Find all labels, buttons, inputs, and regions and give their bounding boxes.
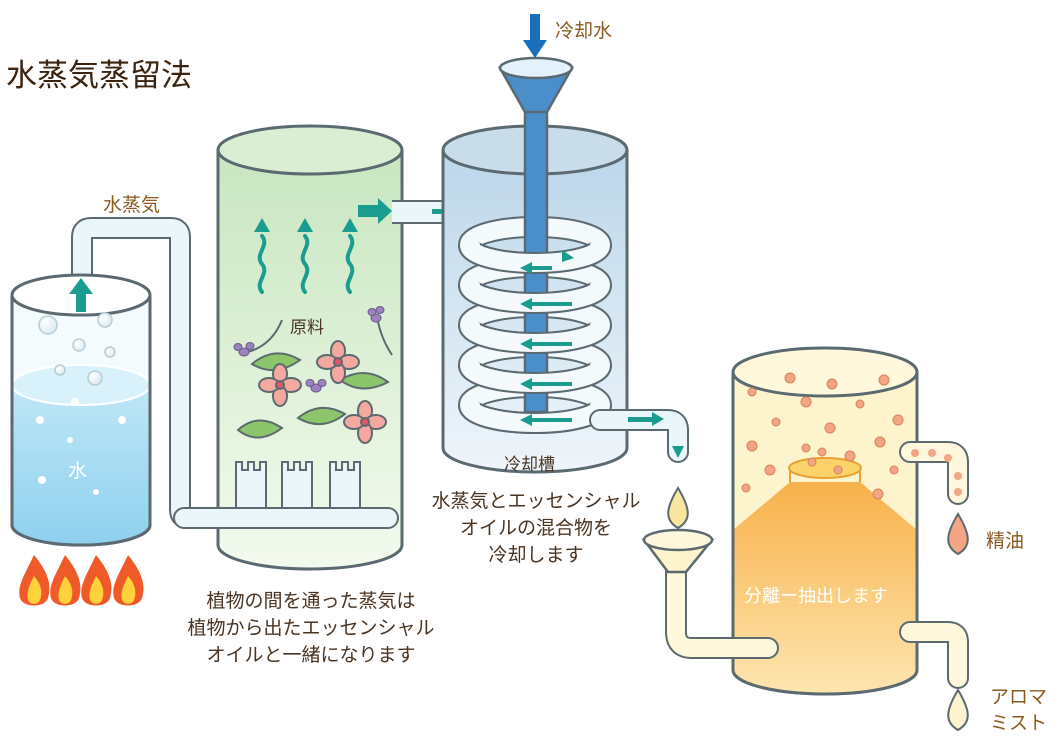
caption-line: 冷却します [488,544,584,566]
water-vessel [10,273,152,547]
raw-material-label: 原料 [290,318,324,338]
oil-outlet-pipe [899,441,969,505]
aroma-mist-label-line1: アロマ [990,686,1048,708]
outlet-pipe [589,409,689,463]
caption-steam-through-plants: 植物の間を通った蒸気は 植物から出たエッセンシャル オイルと一緒になります [176,588,446,669]
plant-vessel [216,124,404,571]
steam-nozzles [235,461,361,509]
caption-line: 植物から出たエッセンシャル [187,617,435,639]
separator-vessel [731,346,919,696]
essential-oil-label: 精油 [986,530,1025,552]
mist-outlet-pipe [899,621,969,689]
droplet-icon [667,486,969,732]
cooling-tank-label: 冷却槽 [504,455,555,475]
arrow-up-icon [69,278,93,312]
aroma-mist-label-line2: ミスト [990,712,1048,734]
caption-line: オイルと一緒になります [206,644,416,666]
diagram-title: 水蒸気蒸留法 [6,58,192,94]
feed-funnel [641,528,779,659]
caption-cooling-mixture: 水蒸気とエッセンシャル オイルの混合物を 冷却します [418,488,654,569]
cooling-water-label: 冷却水 [555,20,613,42]
leaf-icon [236,352,390,439]
steam-wave-arrows [257,234,355,294]
coil-flow-arrows [520,250,574,426]
bubble-icon [36,312,126,495]
lavender-icon [233,306,393,393]
water-label: 水 [68,460,88,482]
flame-icon [19,555,144,606]
arrow-down-icon [523,14,547,58]
separator-label: 分離ー抽出します [744,586,888,607]
caption-line: 水蒸気とエッセンシャル [431,490,641,512]
steam-label: 水蒸気 [103,194,161,216]
caption-line: オイルの混合物を [459,517,612,539]
flower-icon [258,340,387,444]
caption-line: 植物の間を通った蒸気は [206,590,416,612]
